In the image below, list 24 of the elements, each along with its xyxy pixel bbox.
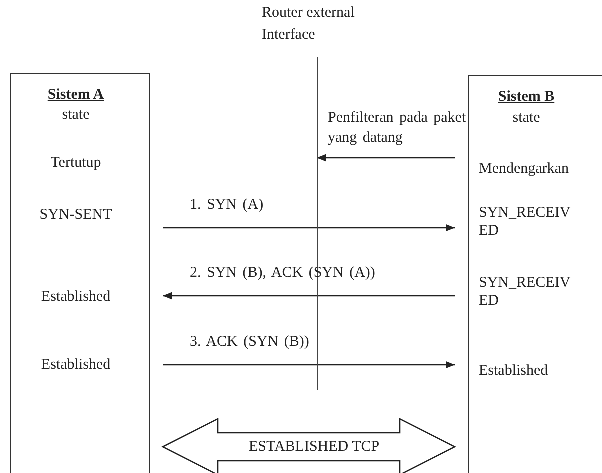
arrow: [163, 224, 455, 232]
state-label: Established: [479, 362, 550, 380]
edge-label: ESTABLISHED TCP: [249, 438, 380, 456]
state-label: Established: [40, 356, 112, 374]
edge-label: 1. SYN (A): [190, 196, 264, 214]
system-box: [10, 73, 150, 473]
system-heading: Sistem A: [46, 86, 106, 104]
state-label: SYN-SENT: [38, 206, 114, 224]
state-label: Mendengarkan: [479, 160, 570, 178]
system-box: [468, 75, 602, 473]
state-label: state: [61, 106, 91, 124]
state-label: state: [512, 109, 542, 127]
interface-heading: Router external Interface: [262, 4, 356, 45]
arrow: [163, 361, 455, 369]
state-label: Established: [40, 288, 112, 306]
edge-label: Penfilteran pada paket yang datang: [328, 109, 468, 148]
system-heading: Sistem B: [497, 88, 556, 106]
state-label: SYN_RECEIV ED: [479, 274, 572, 310]
edge-label: 3. ACK (SYN (B)): [190, 333, 310, 351]
arrow: [317, 154, 455, 162]
double-block-arrow: [162, 418, 456, 473]
state-label: Tertutup: [50, 154, 102, 172]
arrow: [163, 292, 455, 300]
state-label: SYN_RECEIV ED: [479, 204, 572, 240]
